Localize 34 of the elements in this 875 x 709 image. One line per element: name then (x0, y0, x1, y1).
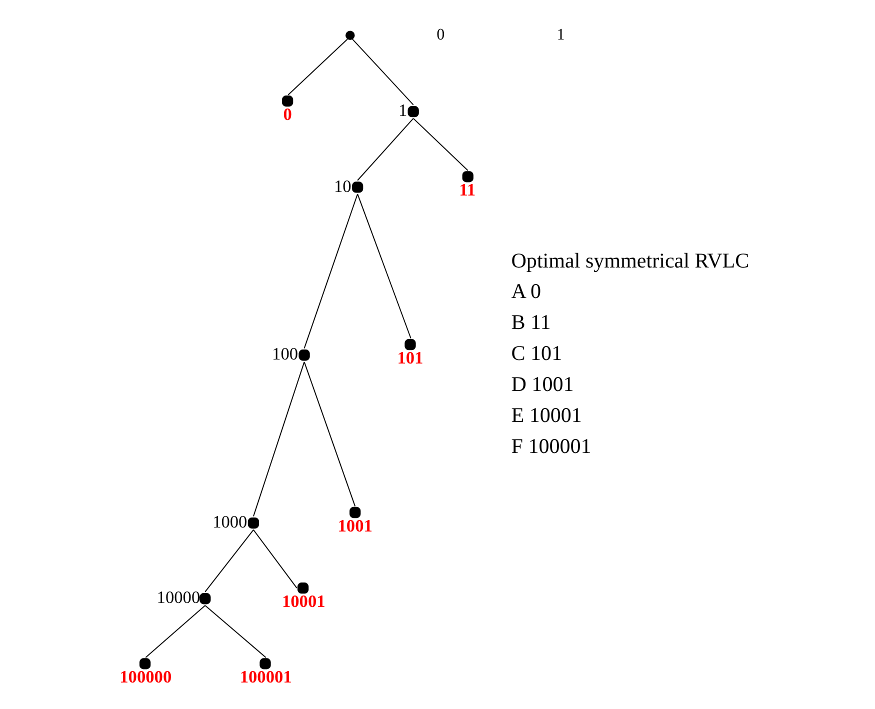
connector (204, 529, 254, 592)
label: A 0 (511, 279, 542, 304)
label: 1 (556, 26, 565, 44)
label: Optimal symmetrical RVLC (511, 248, 750, 272)
connector (412, 118, 468, 171)
connector (357, 194, 412, 339)
connector (357, 118, 414, 181)
node-label: 100001 (240, 668, 292, 687)
connector (145, 604, 206, 658)
node-label: 100000 (120, 668, 172, 687)
connector (304, 361, 356, 507)
node-label: 0 (283, 104, 292, 124)
label: B 11 (511, 310, 551, 334)
label: 0 (436, 26, 445, 44)
node-label: 1000 (212, 512, 248, 532)
node-label: 10001 (282, 592, 326, 611)
label: E 10001 (511, 403, 582, 428)
connector (288, 38, 348, 96)
connector (204, 604, 266, 658)
node-label: 100 (272, 344, 298, 364)
node-label: 1001 (338, 516, 372, 536)
node-label: 10000 (156, 588, 200, 608)
node-label: 101 (397, 348, 424, 368)
label: F 100001 (511, 434, 592, 458)
connector (352, 38, 414, 106)
label: C 101 (511, 341, 562, 366)
node-circle (346, 30, 355, 40)
node-label: 10 (334, 176, 352, 196)
node-label: 11 (459, 180, 476, 200)
connector (252, 361, 305, 517)
label: D 1001 (511, 372, 574, 396)
connector (252, 529, 298, 589)
node-label: 1 (398, 101, 408, 120)
connector (304, 194, 358, 349)
